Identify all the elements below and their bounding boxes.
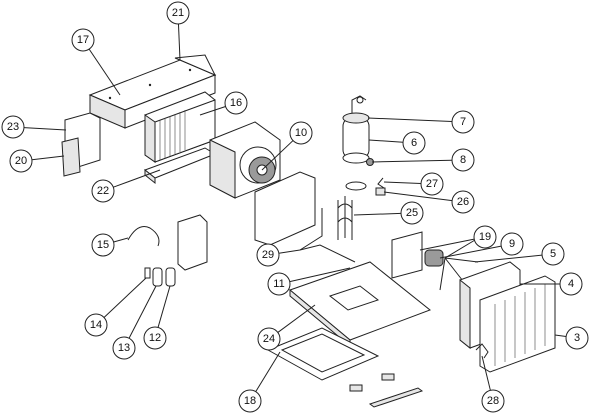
callout-label-23: 23 <box>7 121 19 133</box>
part-filter-frame <box>266 327 424 408</box>
callout-label-27: 27 <box>426 178 438 190</box>
callout-label-17: 17 <box>77 34 89 46</box>
callout-label-14: 14 <box>90 319 102 331</box>
callout-circle-26 <box>451 190 475 214</box>
callout-label-3: 3 <box>574 332 580 344</box>
callout-circle-10 <box>289 121 313 145</box>
part-compressor <box>342 95 370 164</box>
part-fan-motor <box>391 231 479 291</box>
part-wire-clip <box>475 343 489 359</box>
callout-label-5: 5 <box>550 248 556 260</box>
callout-label-10: 10 <box>295 127 307 139</box>
part-refrigerant-tubing <box>299 196 353 251</box>
part-capillary-tube <box>299 244 356 263</box>
callout-label-6: 6 <box>411 137 417 149</box>
callout-circle-8 <box>451 148 475 172</box>
callout-circle-12 <box>143 326 167 350</box>
part-small-fittings <box>345 158 386 196</box>
callout-circle-15 <box>91 233 115 257</box>
callout-circle-17 <box>71 28 95 52</box>
callout-circle-16 <box>224 91 248 115</box>
leader-line-24 <box>277 304 316 333</box>
leader-line-27 <box>383 181 422 185</box>
leader-line-8 <box>371 159 453 163</box>
part-side-panel <box>61 112 101 177</box>
callout-circle-20 <box>9 149 33 173</box>
callout-label-11: 11 <box>273 278 284 290</box>
leader-line-28 <box>481 355 491 391</box>
callout-circle-14 <box>84 313 108 337</box>
callout-circle-7 <box>451 110 475 134</box>
callout-label-12: 12 <box>149 332 161 344</box>
leader-line-29 <box>278 249 301 254</box>
callout-label-29: 29 <box>262 249 274 261</box>
callout-circle-11 <box>267 272 291 296</box>
part-evaporator-coil <box>144 91 216 163</box>
leader-line-26 <box>383 191 453 202</box>
callout-circle-5 <box>541 242 565 266</box>
callout-label-22: 22 <box>97 185 109 197</box>
callout-circle-23 <box>1 115 25 139</box>
callout-label-16: 16 <box>230 97 242 109</box>
callout-label-7: 7 <box>460 116 466 128</box>
part-condenser-coil <box>479 275 556 373</box>
callout-circle-18 <box>238 389 262 413</box>
callout-circle-6 <box>402 131 426 155</box>
callout-label-24: 24 <box>263 333 275 345</box>
callout-circle-28 <box>481 389 505 413</box>
callout-circle-27 <box>420 172 444 196</box>
callout-circle-9 <box>500 232 524 256</box>
leader-line-10 <box>261 140 294 171</box>
callout-label-26: 26 <box>457 196 469 208</box>
part-partition-panel <box>254 171 316 246</box>
leader-line-17 <box>88 48 121 96</box>
callout-circle-19 <box>473 225 497 249</box>
leader-line-22 <box>113 169 161 188</box>
callout-layer: 21 17 16 23 20 22 10 7 6 8 27 26 25 15 29 19 9 5 11 4 14 13 12… <box>1 1 589 413</box>
callout-circle-3 <box>565 326 589 350</box>
leader-line-16 <box>199 106 226 116</box>
callout-circle-25 <box>400 201 424 225</box>
callout-circle-24 <box>257 327 281 351</box>
part-blower-housing <box>209 121 281 199</box>
callout-label-8: 8 <box>460 154 466 166</box>
leader-line-7 <box>367 117 453 123</box>
leader-line-9 <box>439 245 502 259</box>
leader-line-25 <box>353 212 402 216</box>
part-wiring-harness <box>127 226 160 247</box>
part-capacitors <box>144 267 176 287</box>
leader-line-13 <box>128 285 157 339</box>
callout-label-13: 13 <box>118 342 130 354</box>
callout-label-25: 25 <box>406 207 418 219</box>
callout-circle-13 <box>112 336 136 360</box>
leader-line-21 <box>177 23 181 61</box>
callout-circle-29 <box>256 243 280 267</box>
leader-line-3 <box>554 334 567 338</box>
leader-line-5 <box>474 254 543 263</box>
callout-circle-21 <box>166 1 190 25</box>
leader-line-19 <box>419 238 475 251</box>
leader-line-12 <box>157 285 171 328</box>
part-base-pan <box>289 261 431 348</box>
part-control-box <box>177 214 208 271</box>
callout-label-19: 19 <box>479 231 491 243</box>
leader-line-15 <box>113 237 129 243</box>
leader-line-11 <box>289 267 351 283</box>
callout-label-18: 18 <box>244 395 256 407</box>
callout-label-20: 20 <box>15 155 27 167</box>
leader-line-23 <box>23 127 67 131</box>
leader-line-18 <box>255 351 281 392</box>
callout-circle-22 <box>91 179 115 203</box>
leader-line-6 <box>368 139 404 143</box>
callout-circle-4 <box>559 272 583 296</box>
callout-label-4: 4 <box>568 278 574 290</box>
callout-label-28: 28 <box>487 395 499 407</box>
leader-line-14 <box>103 277 147 318</box>
callout-label-21: 21 <box>172 7 184 19</box>
callout-label-15: 15 <box>97 239 109 251</box>
leader-line-20 <box>31 155 65 161</box>
callout-label-9: 9 <box>509 238 515 250</box>
